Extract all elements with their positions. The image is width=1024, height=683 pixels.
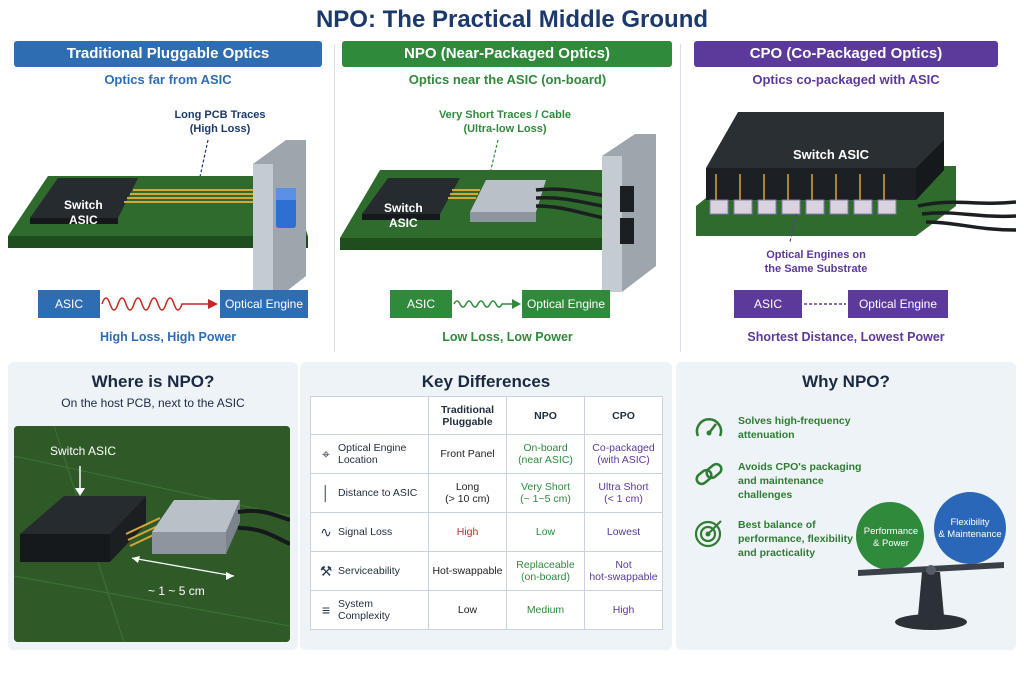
why-item: Solves high-frequency attenuation: [694, 414, 884, 444]
table-cell: High: [584, 590, 663, 630]
column-caption: Shortest Distance, Lowest Power: [747, 330, 945, 344]
column-divider: [334, 44, 335, 352]
location-pin-icon: ⌖: [322, 445, 330, 462]
where-npo-panel: Where is NPO? On the host PCB, next to t…: [8, 362, 298, 650]
balance-left-label: Performance & Power: [863, 526, 919, 549]
row-label-cell: │ Distance to ASIC: [310, 473, 429, 513]
row-label-cell: ⚒ Serviceability: [310, 551, 429, 591]
column-subheading: Optics far from ASIC: [104, 72, 232, 87]
column-heading: Traditional Pluggable Optics: [14, 41, 322, 67]
table-cell: Low: [506, 512, 585, 552]
table-cell: High: [428, 512, 507, 552]
table-cell: Ultra Short (< 1 cm): [584, 473, 663, 513]
switch-asic-label: Switch ASIC: [384, 201, 423, 230]
table-cell: Lowest: [584, 512, 663, 552]
switch-asic-label: Switch ASIC: [50, 444, 117, 458]
flow-optical-engine-box: Optical Engine: [522, 290, 610, 318]
table-cell: On-board (near ASIC): [506, 434, 585, 474]
balance-scale-illustration: [856, 492, 1006, 630]
pluggable-board-illustration: [8, 139, 308, 302]
why-item-text: Solves high-frequency attenuation: [738, 415, 851, 441]
table-header: Traditional Pluggable: [428, 396, 507, 435]
where-npo-title: Where is NPO?: [91, 372, 215, 391]
table-cell: Very Short (~ 1~5 cm): [506, 473, 585, 513]
page-title: NPO: The Practical Middle Ground: [315, 6, 709, 33]
cpo-package-illustration: [696, 112, 1016, 243]
row-label: System Complexity: [338, 598, 390, 622]
key-differences-title: Key Differences: [421, 372, 551, 391]
why-item-text: Best balance of performance, flexibility…: [738, 519, 853, 559]
table-cell: Not hot-swappable: [584, 551, 663, 591]
table-header: NPO: [506, 396, 585, 435]
key-differences-table: Traditional Pluggable NPO CPO ⌖ Optical E…: [310, 396, 663, 630]
row-label: Signal Loss: [338, 526, 393, 538]
switch-asic-label: Switch ASIC: [64, 198, 103, 227]
column-subheading: Optics near the ASIC (on-board): [408, 72, 607, 87]
distance-label: ~ 1 ~ 5 cm: [148, 584, 205, 598]
shortest-signal-line: [804, 303, 846, 305]
host-pcb-photo: [14, 426, 290, 642]
trace-annotation: Very Short Traces / Cable (Ultra-low Los…: [438, 109, 572, 135]
row-label-cell: ≡ System Complexity: [310, 590, 429, 630]
table-row: │ Distance to ASIC Long (> 10 cm)Very Shor…: [310, 473, 663, 513]
table-header: CPO: [584, 396, 663, 435]
npo-board-illustration: [340, 134, 656, 292]
chain-link-icon: [695, 462, 723, 486]
target-icon: [694, 520, 722, 548]
row-label: Distance to ASIC: [338, 487, 418, 499]
flow-asic-box: ASIC: [734, 290, 802, 318]
flow-optical-engine-box: Optical Engine: [220, 290, 308, 318]
low-loss-signal-arrow: [453, 299, 521, 309]
flow-asic-box: ASIC: [38, 290, 100, 318]
table-cell: Hot-swappable: [428, 551, 507, 591]
lossy-signal-arrow: [101, 297, 218, 311]
column-caption: Low Loss, Low Power: [442, 330, 573, 344]
key-differences-panel: Key Differences Traditional Pluggable NP…: [300, 362, 672, 650]
signal-wave-icon: ∿: [320, 523, 332, 540]
column-npo: NPO (Near-Packaged Optics) Optics near t…: [340, 36, 675, 356]
trace-annotation: Long PCB Traces (High Loss): [174, 109, 266, 135]
why-item-text: Avoids CPO's packaging and maintenance c…: [738, 461, 862, 501]
row-label: Optical Engine Location: [338, 442, 407, 466]
table-cell: Co-packaged (with ASIC): [584, 434, 663, 474]
flow-asic-box: ASIC: [390, 290, 452, 318]
table-cell: Medium: [506, 590, 585, 630]
speedometer-icon: [695, 418, 723, 437]
why-npo-title: Why NPO?: [802, 372, 890, 391]
column-caption: High Loss, High Power: [99, 330, 237, 344]
column-traditional: Traditional Pluggable Optics Optics far …: [8, 36, 328, 356]
why-item: Avoids CPO's packaging and maintenance c…: [694, 460, 884, 502]
table-header: [310, 396, 429, 435]
table-cell: Replaceable (on-board): [506, 551, 585, 591]
switch-asic-label: Switch ASIC: [792, 147, 870, 162]
row-label-cell: ⌖ Optical Engine Location: [310, 434, 429, 474]
table-cell: Front Panel: [428, 434, 507, 474]
substrate-annotation: Optical Engines on the Same Substrate: [764, 249, 868, 275]
column-divider: [680, 44, 681, 352]
row-label-cell: ∿ Signal Loss: [310, 512, 429, 552]
column-heading: NPO (Near-Packaged Optics): [342, 41, 672, 67]
why-npo-panel: Why NPO? Solves high-frequency attenuati…: [676, 362, 1016, 650]
layers-icon: ≡: [321, 602, 331, 618]
why-item: Best balance of performance, flexibility…: [694, 518, 884, 560]
balance-right-label: Flexibility & Maintenance: [938, 517, 1002, 540]
column-subheading: Optics co-packaged with ASIC: [752, 72, 940, 87]
wrench-icon: ⚒: [319, 562, 333, 579]
flow-optical-engine-box: Optical Engine: [848, 290, 948, 318]
table-cell: Low: [428, 590, 507, 630]
table-cell: Long (> 10 cm): [428, 473, 507, 513]
where-npo-subtitle: On the host PCB, next to the ASIC: [61, 396, 245, 410]
ruler-icon: │: [321, 485, 331, 501]
column-cpo: CPO (Co-Packaged Optics) Optics co-packa…: [686, 36, 1016, 356]
row-label: Serviceability: [338, 565, 400, 577]
column-heading: CPO (Co-Packaged Optics): [694, 41, 998, 67]
